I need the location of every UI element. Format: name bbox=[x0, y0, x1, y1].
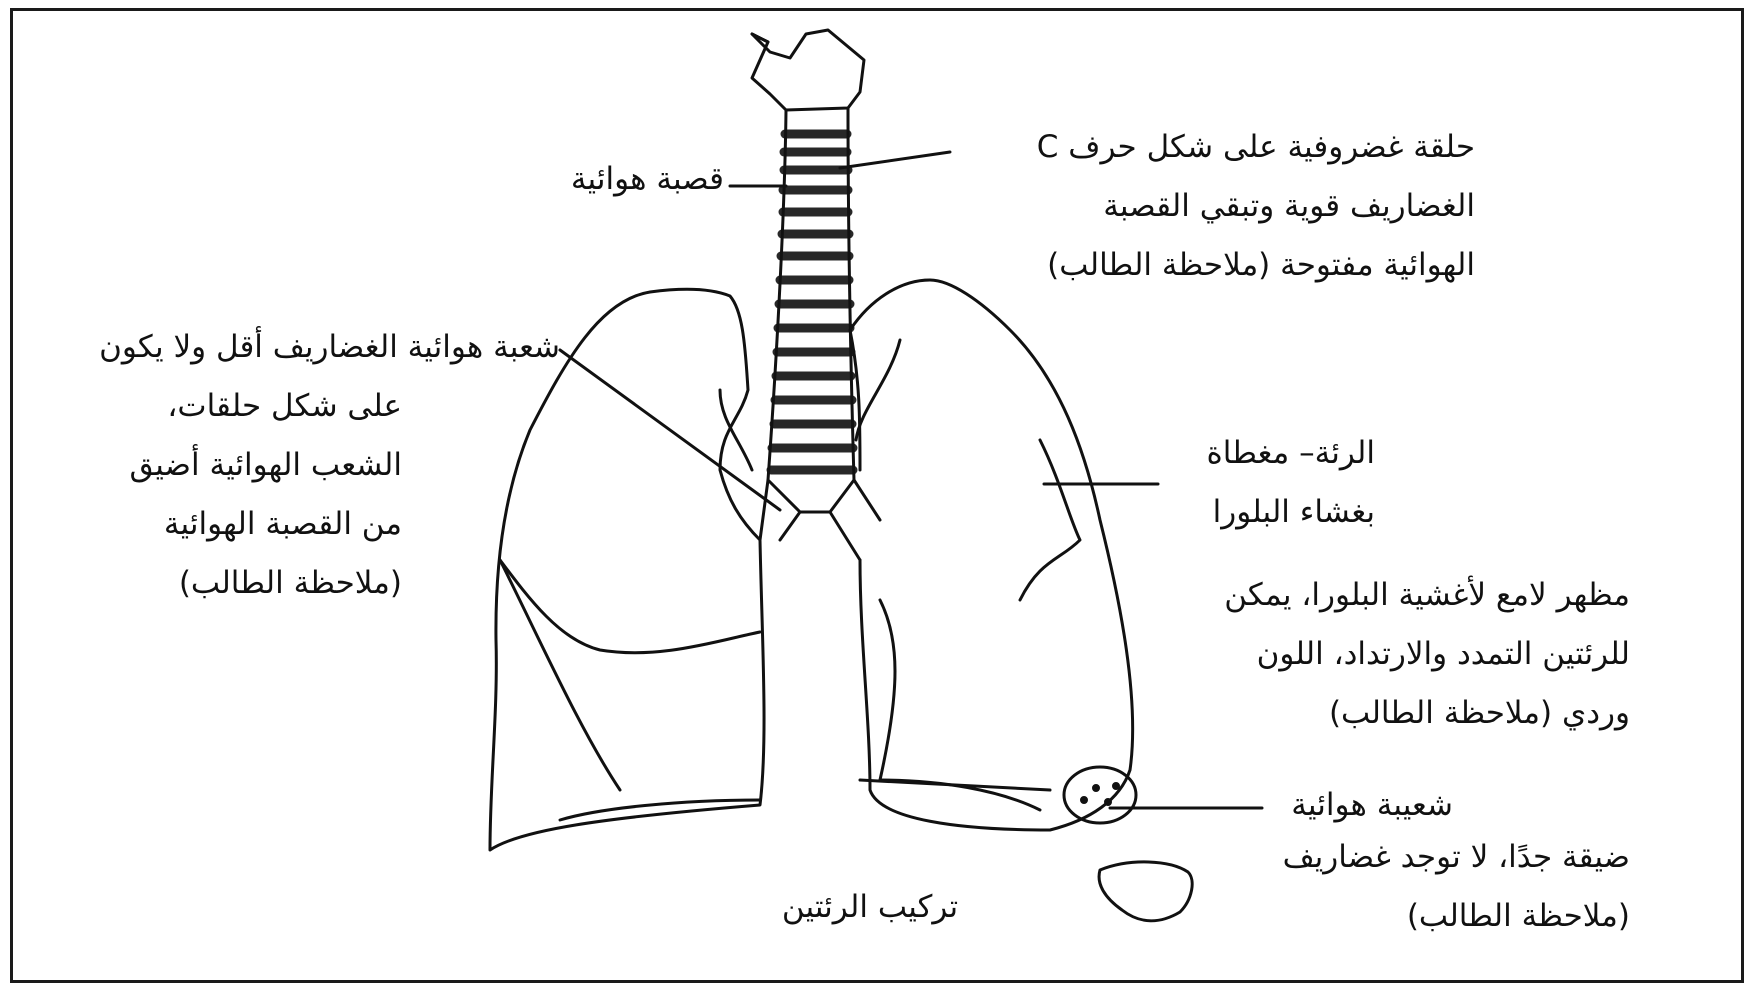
label-cartilage-ring: حلقة غضروفية على شكل حرف C الغضاريف قوية… bbox=[975, 118, 1475, 295]
label-bronchiole: شعيبة هوائية bbox=[1268, 776, 1453, 835]
leader-cartilage bbox=[840, 152, 950, 168]
label-bronchus: شعبة هوائية الغضاريف أقل ولا يكون على شك… bbox=[20, 318, 560, 613]
label-pleura-note: مظهر لامع لأغشية البلورا، يمكن للرئتين ا… bbox=[1155, 566, 1630, 743]
label-bronchiole-note: ضيقة جدًا، لا توجد غضاريف (ملاحظة الطالب… bbox=[1205, 828, 1630, 946]
right-bronchus bbox=[830, 480, 880, 560]
alveolus bbox=[1064, 767, 1136, 823]
label-lung: الرئة– مغطاة بغشاء البلورا bbox=[1165, 424, 1375, 542]
alveolus-inset bbox=[1099, 862, 1192, 921]
figure-caption: تركيب الرئتين bbox=[760, 878, 980, 937]
label-trachea: قصبة هوائية bbox=[540, 150, 724, 209]
